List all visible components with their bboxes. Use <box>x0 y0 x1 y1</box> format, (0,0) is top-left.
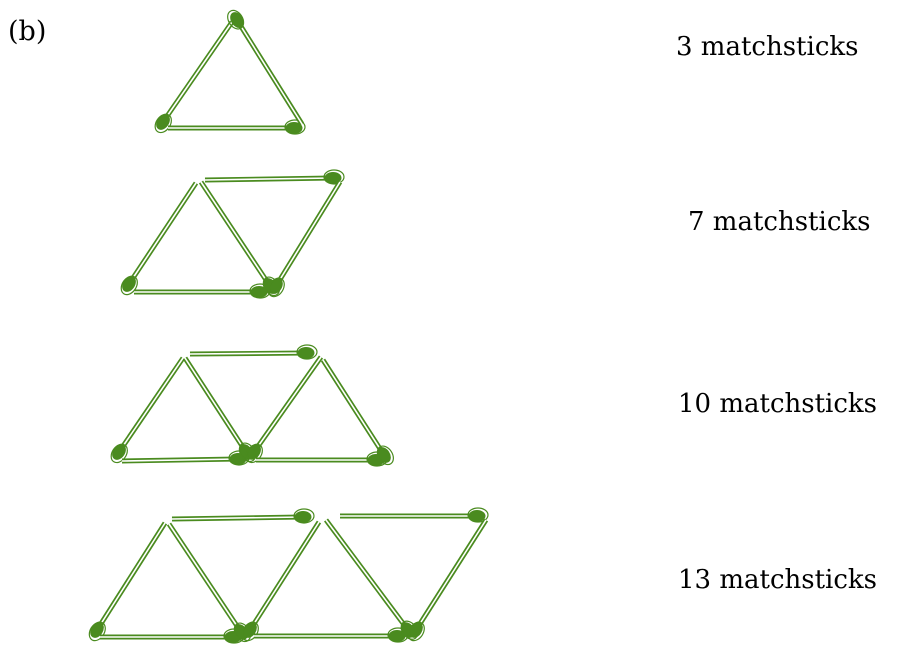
matchstick <box>166 522 252 643</box>
matchstick <box>245 355 324 464</box>
matchstick <box>320 358 394 466</box>
matchstick-count-2: 7 matchsticks <box>688 207 871 237</box>
matchstick-count-4: 13 matchsticks <box>678 565 878 595</box>
matchstick <box>182 356 256 463</box>
matchstick <box>267 180 343 298</box>
match-head-outline <box>467 507 489 523</box>
match-head-outline <box>267 277 285 298</box>
match-head-outline <box>323 169 345 185</box>
matchstick <box>154 20 235 134</box>
matchstick <box>120 181 199 296</box>
matchstick <box>110 356 186 464</box>
matchstick <box>407 518 489 642</box>
match-head-outline <box>293 508 315 524</box>
matchstick <box>171 508 315 524</box>
matchstick <box>198 180 281 297</box>
part-label: (b) <box>8 16 47 47</box>
match-head-outline <box>110 443 128 464</box>
matchstick <box>256 451 388 467</box>
figure-3 <box>110 344 394 467</box>
match-head-outline <box>376 445 394 466</box>
matchstick-count-1: 3 matchsticks <box>676 32 859 62</box>
figure-4 <box>88 507 489 644</box>
matchstick <box>241 520 322 642</box>
matchstick <box>134 283 271 299</box>
matchstick <box>323 518 419 640</box>
match-head-outline <box>284 119 306 135</box>
matchstick <box>189 344 318 360</box>
figure-2 <box>120 169 345 299</box>
matchstick <box>227 9 305 126</box>
matchstick-count-3: 10 matchsticks <box>678 389 878 419</box>
matchstick <box>88 521 168 642</box>
matchstick <box>340 507 489 523</box>
matchstick <box>254 627 409 643</box>
match-head-outline <box>296 344 318 360</box>
match-head-outline <box>120 275 138 296</box>
match-head-outline <box>407 621 425 642</box>
match-head-outline <box>245 443 263 464</box>
matchstick <box>121 450 250 466</box>
matchstick <box>168 119 306 135</box>
matchstick <box>204 169 345 185</box>
matchstick <box>100 628 245 644</box>
figure-1 <box>154 9 306 135</box>
match-head-outline <box>227 9 245 30</box>
